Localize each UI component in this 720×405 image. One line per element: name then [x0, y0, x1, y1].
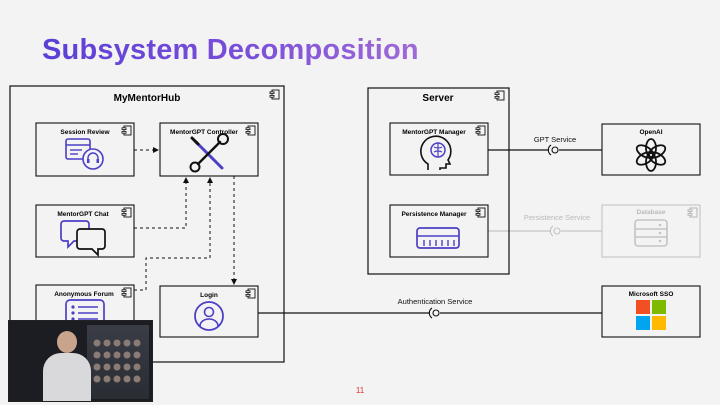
persistence-manager-label: Persistence Manager	[401, 211, 467, 218]
authentication-service-lollipop	[432, 309, 440, 317]
background-avatar-grid	[93, 339, 141, 383]
session-review-component: Session Review	[35, 122, 135, 177]
mentorgpt-manager-label: MentorGPT Manager	[402, 129, 466, 136]
openai-label: OpenAI	[639, 129, 662, 136]
component-stereotype-icon	[269, 89, 280, 100]
presenter-head	[57, 331, 77, 353]
microsoft-sso-component: Microsoft SSO	[601, 285, 701, 338]
mentorgpt-chat-label: MentorGPT Chat	[57, 211, 109, 218]
mentorgpt-controller-label: MentorGPT Controller	[170, 129, 238, 136]
login-label: Login	[200, 292, 218, 299]
wrench-screwdriver-icon	[189, 133, 229, 173]
database-component: Database	[601, 204, 701, 258]
server-subsystem: Server	[367, 87, 510, 275]
gpt-service-connector	[488, 144, 602, 156]
persistence-service-lollipop	[553, 227, 561, 235]
mentorgpt-controller-component: MentorGPT Controller	[159, 122, 259, 177]
dependency-forum-to-controller	[134, 177, 213, 291]
mentorgpt-chat-component: MentorGPT Chat	[35, 204, 135, 258]
microsoft-logo	[636, 300, 666, 330]
server-rack-icon	[416, 227, 460, 249]
openai-logo	[635, 138, 667, 172]
persistence-service-label: Persistence Service	[524, 213, 590, 222]
session-review-label: Session Review	[60, 129, 110, 136]
presenter-webcam-overlay	[8, 320, 153, 402]
openai-component: OpenAI	[601, 123, 701, 176]
server-label: Server	[422, 93, 453, 104]
gpt-service-label: GPT Service	[534, 135, 576, 144]
persistence-manager-component: Persistence Manager	[389, 204, 489, 258]
authentication-service-connector	[258, 307, 602, 319]
dependency-chat-to-controller	[134, 177, 189, 229]
database-label: Database	[637, 209, 666, 216]
brain-head-icon	[420, 135, 452, 170]
page-number: 11	[355, 386, 365, 395]
user-avatar-icon	[194, 301, 224, 331]
mymentorhub-label: MyMentorHub	[114, 93, 181, 104]
database-icon	[634, 219, 668, 247]
authentication-service-label: Authentication Service	[398, 297, 473, 306]
document-headphones-icon	[65, 138, 104, 170]
gpt-service-lollipop	[551, 146, 559, 154]
microsoft-sso-label: Microsoft SSO	[629, 291, 674, 298]
slide-title: Subsystem Decomposition	[42, 34, 419, 66]
login-component: Login	[159, 285, 259, 338]
persistence-service-connector	[488, 225, 602, 237]
anonymous-forum-label: Anonymous Forum	[54, 291, 114, 298]
chat-bubbles-icon	[60, 220, 106, 258]
mentorgpt-manager-component: MentorGPT Manager	[389, 122, 489, 176]
background-screen	[87, 325, 149, 399]
presenter-body	[43, 353, 91, 401]
component-stereotype-icon	[494, 90, 505, 101]
